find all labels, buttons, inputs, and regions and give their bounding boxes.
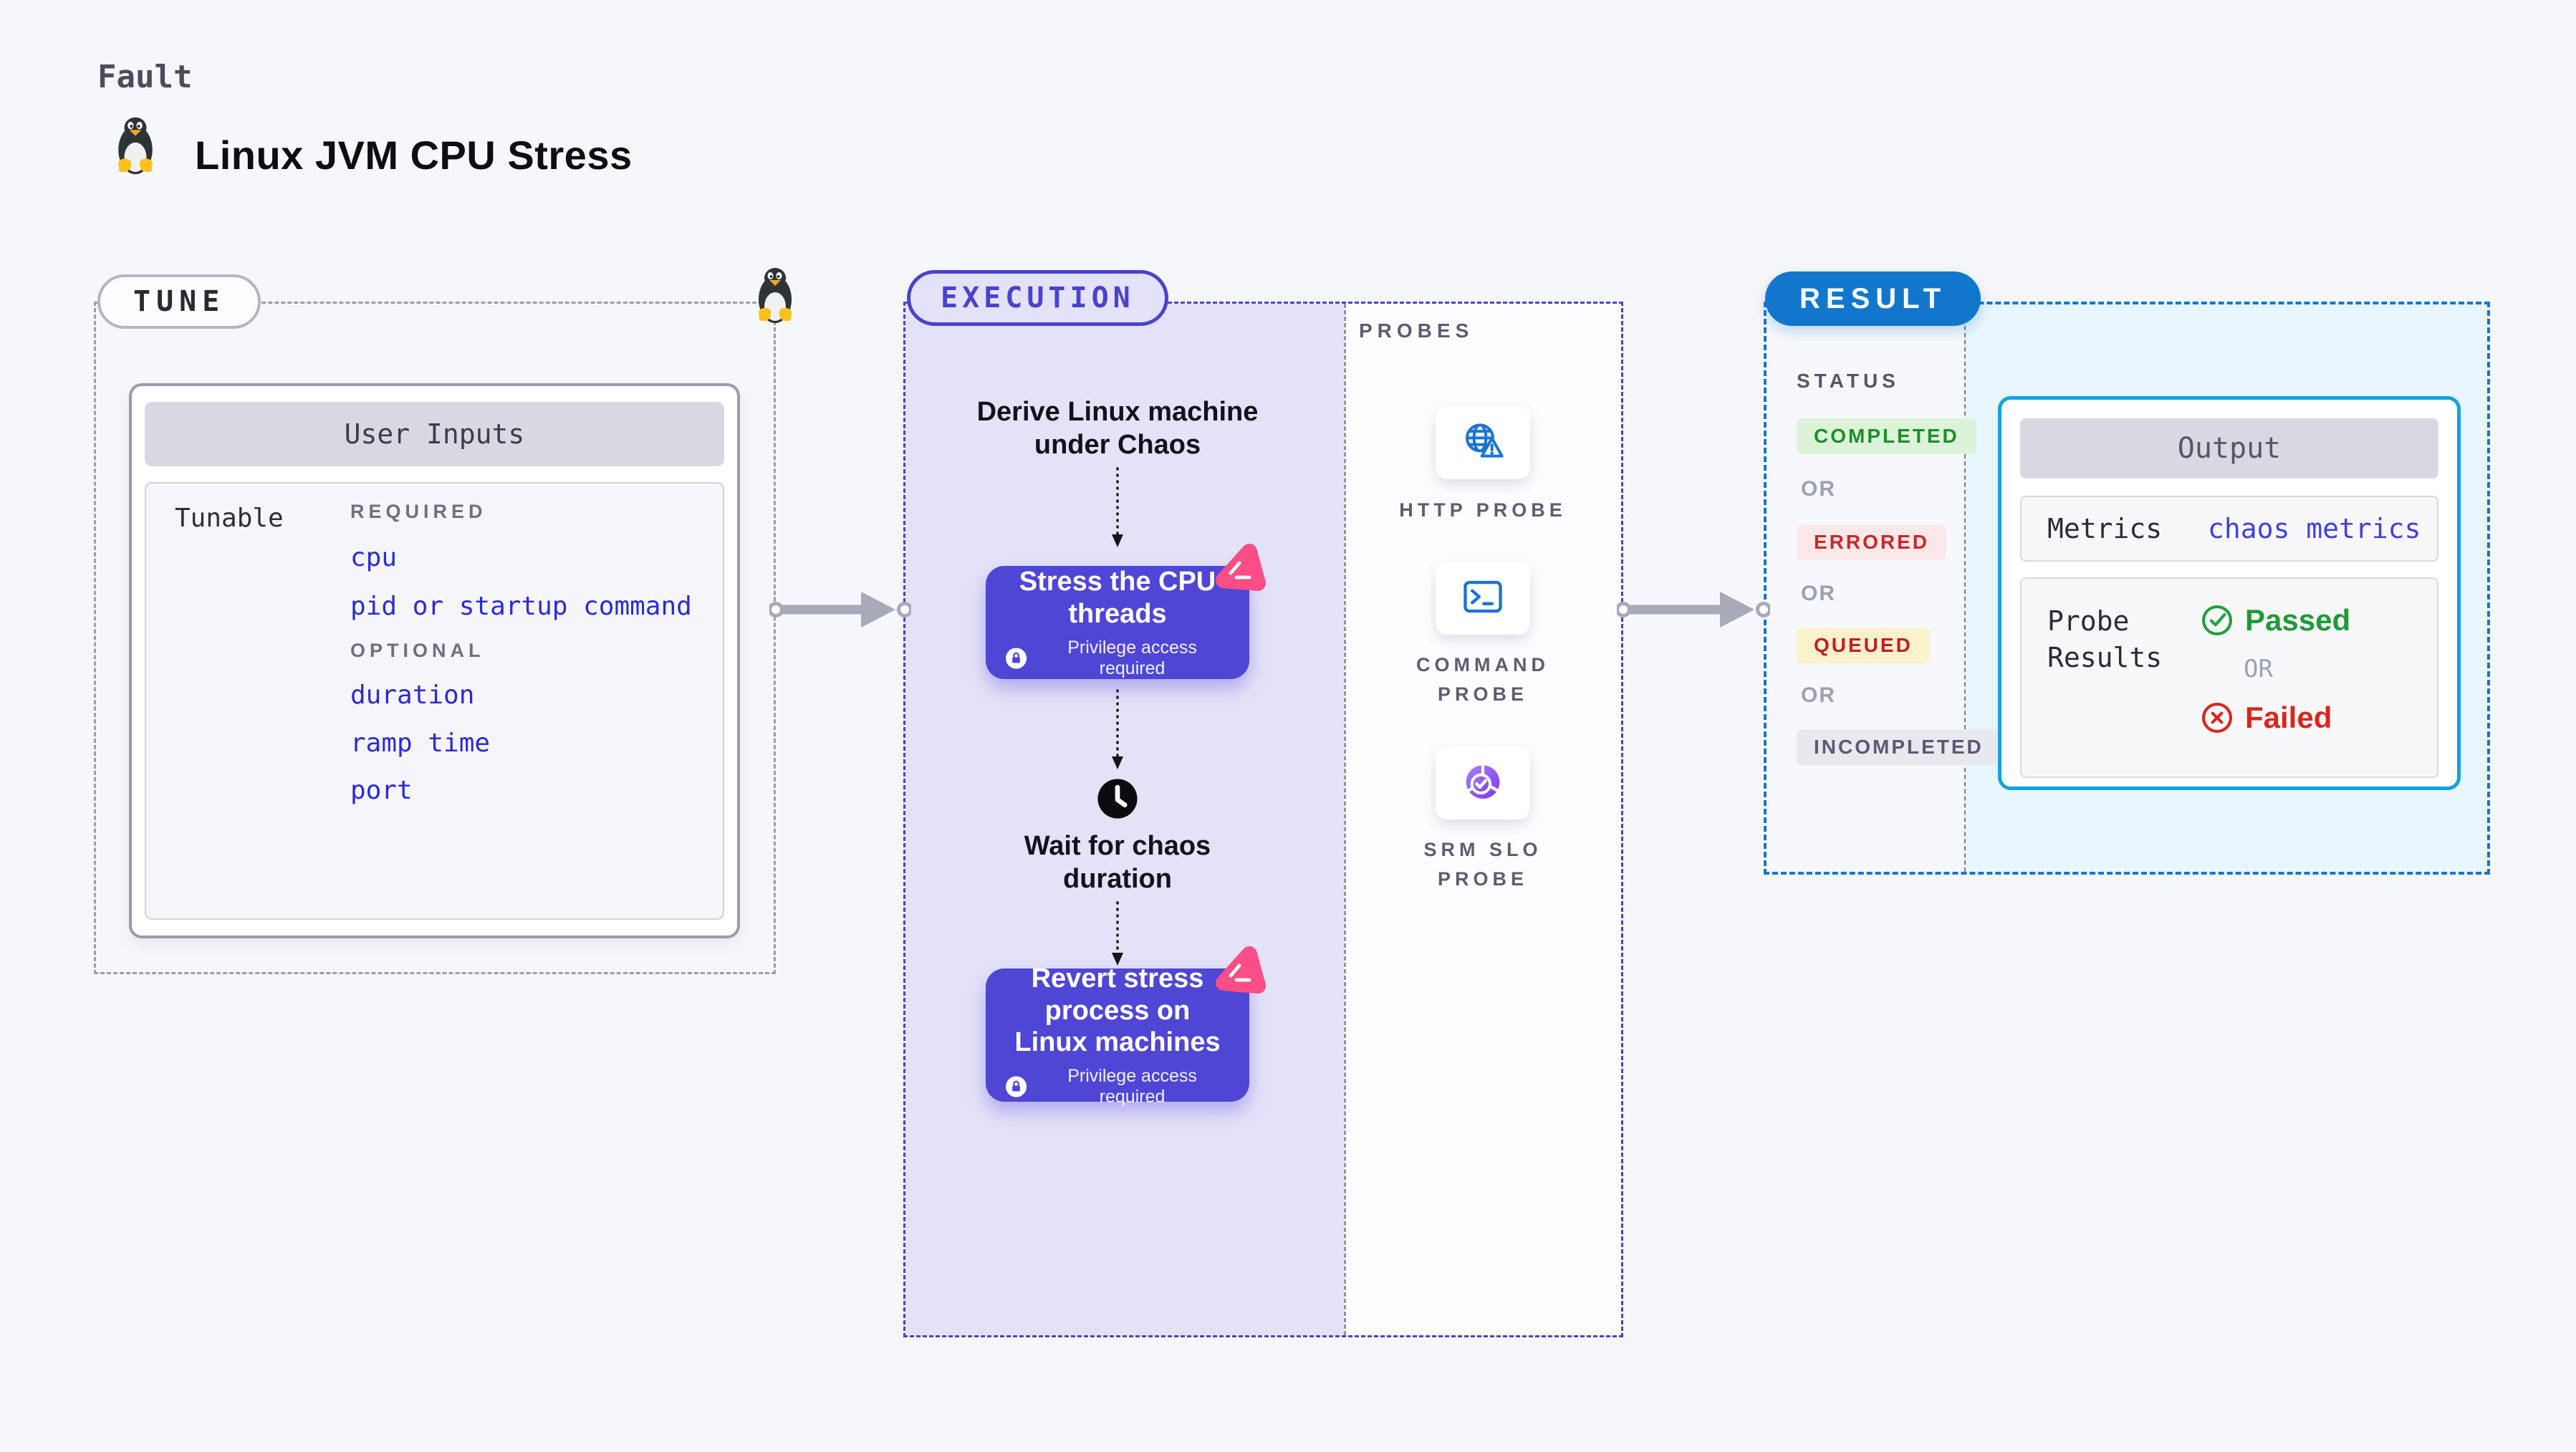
clock-icon xyxy=(1097,779,1138,819)
tunable-item-cpu[interactable]: cpu xyxy=(350,543,398,572)
revert-stress-action-node[interactable]: Revert stress process on Linux machines … xyxy=(986,963,1249,1107)
optional-group-label: OPTIONAL xyxy=(350,640,485,661)
or-separator: OR xyxy=(1801,477,1836,501)
http-probe-label: HTTP PROBE xyxy=(1399,499,1567,521)
probe-results-label: Probe Results xyxy=(2047,605,2163,674)
failed-result: Failed xyxy=(2201,701,2350,735)
metrics-value[interactable]: chaos metrics xyxy=(2208,513,2421,544)
tunable-item-port[interactable]: port xyxy=(350,776,413,805)
metrics-row: Metrics chaos metrics xyxy=(2020,496,2438,562)
execution-section-box xyxy=(903,302,1623,1337)
privilege-badge: Privilege access required xyxy=(1006,1066,1229,1107)
flow-arrow-down-3 xyxy=(1112,901,1123,966)
wait-duration-step-label: Wait for chaos duration xyxy=(1024,831,1211,895)
fault-category-label: Fault xyxy=(97,59,193,95)
chaos-experiment-icon xyxy=(1216,544,1266,591)
command-probe-card[interactable] xyxy=(1436,562,1530,635)
srm-slo-probe-card[interactable] xyxy=(1436,746,1530,819)
required-group-label: REQUIRED xyxy=(350,501,487,522)
metrics-label: Metrics xyxy=(2047,513,2163,544)
status-panel xyxy=(1767,304,1964,872)
user-inputs-header: User Inputs xyxy=(145,402,724,466)
execution-to-result-arrow xyxy=(1617,592,1770,628)
status-heading: STATUS xyxy=(1797,370,1900,392)
privilege-text: Privilege access required xyxy=(1067,637,1197,678)
privilege-badge: Privilege access required xyxy=(1006,638,1229,679)
lock-icon xyxy=(1006,1076,1027,1097)
probes-heading: PROBES xyxy=(1359,319,1474,342)
status-badge-completed: COMPLETED xyxy=(1797,418,1976,454)
command-probe-label: COMMAND PROBE xyxy=(1416,654,1549,705)
lock-icon xyxy=(1006,648,1027,669)
status-badge-queued: QUEUED xyxy=(1797,628,1930,663)
execution-section-badge: EXECUTION xyxy=(907,270,1168,326)
http-probe-card[interactable] xyxy=(1436,406,1530,479)
status-badge-incompleted: INCOMPLETED xyxy=(1797,729,2001,765)
or-separator: OR xyxy=(1801,683,1836,707)
tunables-panel: Tunable REQUIRED cpu pid or startup comm… xyxy=(145,482,724,920)
privilege-text: Privilege access required xyxy=(1067,1066,1197,1107)
output-card: Output Metrics chaos metrics Probe Resul… xyxy=(1998,396,2461,790)
srm-slo-probe-label: SRM SLO PROBE xyxy=(1423,839,1542,890)
flow-arrow-down-1 xyxy=(1112,467,1123,547)
tunable-item-pid-or-startup-command[interactable]: pid or startup command xyxy=(350,592,692,621)
tune-section-badge: TUNE xyxy=(97,274,261,329)
execution-flow-panel xyxy=(905,304,1344,1335)
check-circle-icon xyxy=(2201,605,2233,636)
tunable-item-ramp-time[interactable]: ramp time xyxy=(350,729,491,758)
flow-arrow-down-2 xyxy=(1112,689,1123,769)
probe-results-row: Probe Results Passed OR Failed xyxy=(2020,577,2438,778)
page-title: Linux JVM CPU Stress xyxy=(195,133,633,178)
globe-warning-icon xyxy=(1466,423,1504,458)
tune-section-box xyxy=(94,302,776,974)
or-separator: OR xyxy=(1801,582,1836,605)
output-card-header: Output xyxy=(2020,418,2438,479)
revert-stress-label: Revert stress process on Linux machines xyxy=(1014,963,1221,1058)
stress-cpu-action-node[interactable]: Stress the CPU threads Privilege access … xyxy=(986,566,1249,679)
tux-penguin-corner-icon xyxy=(758,268,792,323)
result-section-badge: RESULT xyxy=(1765,271,1981,326)
tux-penguin-icon xyxy=(118,117,153,175)
or-separator: OR xyxy=(2244,655,2273,683)
chaos-experiment-icon xyxy=(1216,946,1266,994)
passed-label: Passed xyxy=(2245,603,2351,637)
tunable-item-duration[interactable]: duration xyxy=(350,681,475,710)
slo-pie-check-icon xyxy=(1466,763,1500,799)
x-circle-icon xyxy=(2201,702,2233,734)
status-badge-errored: ERRORED xyxy=(1797,524,1947,560)
derive-machine-step-label: Derive Linux machine under Chaos xyxy=(976,397,1259,461)
passed-result: Passed xyxy=(2201,603,2350,638)
terminal-icon xyxy=(1464,580,1502,613)
stress-cpu-label: Stress the CPU threads xyxy=(1019,567,1216,629)
tunable-row-label: Tunable xyxy=(175,504,284,533)
tune-to-execution-arrow xyxy=(769,592,911,628)
failed-label: Failed xyxy=(2245,701,2332,734)
user-inputs-card: User Inputs Tunable REQUIRED cpu pid or … xyxy=(129,383,740,938)
